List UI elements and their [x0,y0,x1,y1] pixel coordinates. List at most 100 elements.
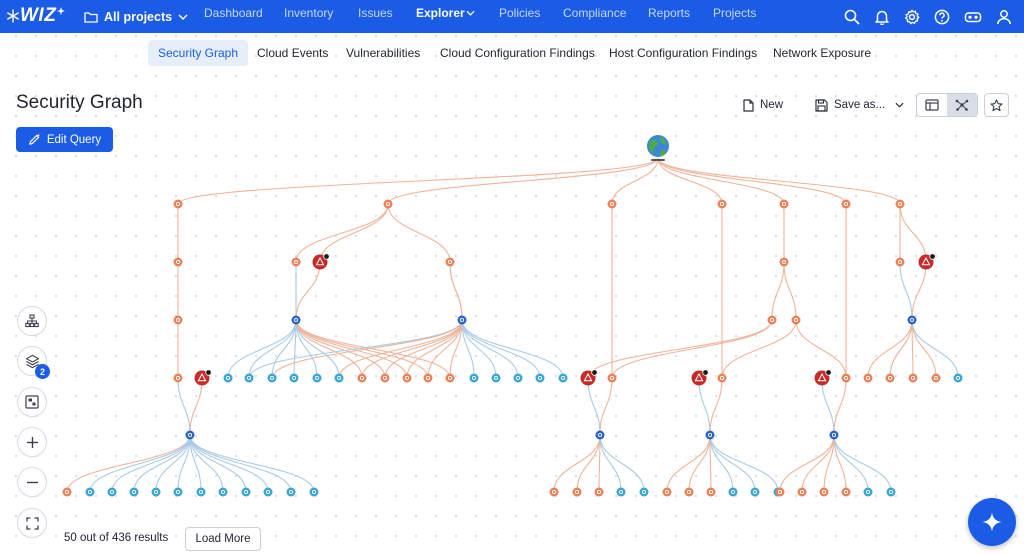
alert-node[interactable] [580,369,598,386]
darkblue-node[interactable] [457,315,467,325]
user-icon[interactable] [996,9,1012,25]
blue-node[interactable] [334,373,344,383]
tab-vulnerabilities[interactable]: Vulnerabilities [346,46,421,60]
orange-node[interactable] [895,199,905,209]
orange-node[interactable] [173,315,183,325]
blue-node[interactable] [267,373,277,383]
nav-link-projects[interactable]: Projects [713,6,757,20]
nav-link-explorer[interactable]: Explorer [416,6,465,20]
nav-link-dashboard[interactable]: Dashboard [204,6,263,20]
orange-node[interactable] [549,487,559,497]
search-icon[interactable] [844,9,860,25]
darkblue-node[interactable] [705,430,715,440]
orange-node[interactable] [717,199,727,209]
orange-node[interactable] [779,257,789,267]
fit-to-screen-button[interactable] [17,508,47,538]
alert-node[interactable] [691,369,709,386]
tab-cloud-configuration-findings[interactable]: Cloud Configuration Findings [440,46,595,60]
blue-node[interactable] [241,487,251,497]
blue-node[interactable] [85,487,95,497]
nav-link-inventory[interactable]: Inventory [284,6,334,20]
blue-node[interactable] [728,487,738,497]
orange-node[interactable] [841,199,851,209]
nav-link-compliance[interactable]: Compliance [563,6,627,20]
alert-node[interactable] [814,369,832,386]
blue-node[interactable] [173,487,183,497]
blue-node[interactable] [196,487,206,497]
zoom-in-button[interactable] [17,427,47,457]
help-icon[interactable] [934,9,950,25]
blue-node[interactable] [309,487,319,497]
wiz-logo[interactable]: WIZ [6,4,66,28]
blue-node[interactable] [558,373,568,383]
blue-node[interactable] [535,373,545,383]
edit-query-button[interactable]: Edit Query [16,127,113,152]
orange-node[interactable] [62,487,72,497]
orange-node[interactable] [607,199,617,209]
orange-node[interactable] [717,373,727,383]
orange-node[interactable] [931,373,941,383]
orange-node[interactable] [291,257,301,267]
ai-assistant-button[interactable] [968,498,1016,546]
blue-node[interactable] [244,373,254,383]
orange-node[interactable] [402,373,412,383]
orange-node[interactable] [445,373,455,383]
orange-node[interactable] [173,373,183,383]
blue-node[interactable] [218,487,228,497]
blue-node[interactable] [469,373,479,383]
blue-node[interactable] [263,487,273,497]
blue-node[interactable] [151,487,161,497]
load-more-button[interactable]: Load More [185,527,261,551]
blue-node[interactable] [616,487,626,497]
blue-node[interactable] [107,487,117,497]
blue-node[interactable] [223,373,233,383]
orange-node[interactable] [841,487,851,497]
orange-node[interactable] [383,199,393,209]
explorer-chevron-down-icon[interactable] [466,10,475,16]
save-as-button[interactable]: Save as... [815,96,904,114]
nav-link-reports[interactable]: Reports [648,6,691,20]
tab-cloud-events[interactable]: Cloud Events [257,46,329,60]
internet-globe-node[interactable] [647,135,669,161]
orange-node[interactable] [797,487,807,497]
blue-node[interactable] [863,487,873,497]
blue-node[interactable] [886,487,896,497]
darkblue-node[interactable] [907,315,917,325]
blue-node[interactable] [289,373,299,383]
hierarchy-layout-button[interactable] [17,306,47,336]
orange-node[interactable] [767,315,777,325]
blue-node[interactable] [286,487,296,497]
orange-node[interactable] [380,373,390,383]
minimap-button[interactable] [17,387,47,417]
orange-node[interactable] [819,487,829,497]
gear-icon[interactable] [904,9,920,25]
nav-link-policies[interactable]: Policies [499,6,541,20]
blue-node[interactable] [129,487,139,497]
darkblue-node[interactable] [291,315,301,325]
favorite-star-button[interactable] [984,93,1009,117]
table-view-button[interactable] [917,94,947,116]
blue-node[interactable] [513,373,523,383]
tab-security-graph[interactable]: Security Graph [148,40,249,66]
blue-node[interactable] [639,487,649,497]
darkblue-node[interactable] [829,430,839,440]
tab-network-exposure[interactable]: Network Exposure [773,46,872,60]
orange-node[interactable] [908,373,918,383]
orange-node[interactable] [885,373,895,383]
orange-node[interactable] [423,373,433,383]
blue-node[interactable] [953,373,963,383]
orange-node[interactable] [791,315,801,325]
orange-node[interactable] [572,487,582,497]
vr-headset-icon[interactable] [964,9,982,25]
zoom-out-button[interactable] [17,467,47,497]
orange-node[interactable] [841,373,851,383]
blue-node[interactable] [491,373,501,383]
new-query-button[interactable]: New [743,96,783,114]
orange-node[interactable] [445,257,455,267]
orange-node[interactable] [706,487,716,497]
darkblue-node[interactable] [185,430,195,440]
graph-view-button[interactable] [947,94,977,116]
orange-node[interactable] [895,257,905,267]
blue-node[interactable] [750,487,760,497]
